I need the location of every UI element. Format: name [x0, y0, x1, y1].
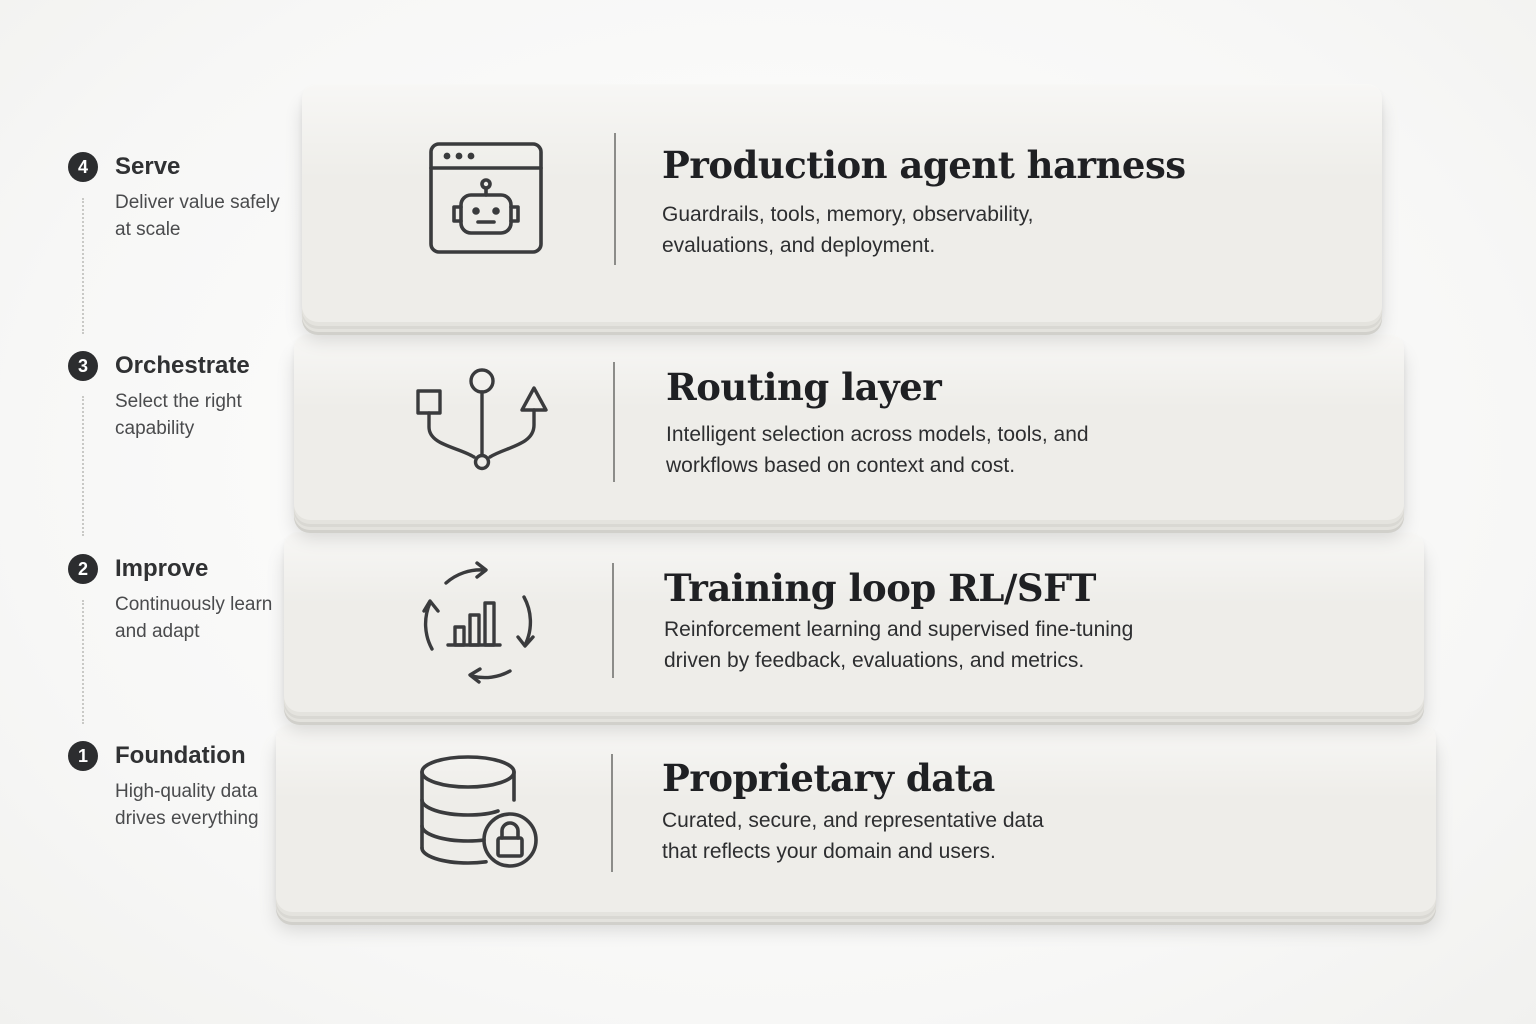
step-description: Select the right capability	[115, 391, 242, 439]
training-cycle-chart-icon	[408, 553, 548, 693]
step-number-badge: 2	[68, 554, 98, 584]
layer-title: Proprietary data	[662, 756, 995, 800]
layer-description: Guardrails, tools, memory, observability…	[662, 203, 1034, 257]
database-lock-icon	[408, 742, 548, 882]
layer-training-loop	[284, 532, 1424, 712]
step-number-badge: 4	[68, 152, 98, 182]
step-orchestrate: 3 Orchestrate Select the right capabilit…	[68, 350, 298, 442]
step-foundation: 1 Foundation High-quality data drives ev…	[68, 740, 298, 832]
layer-description: Reinforcement learning and supervised fi…	[664, 618, 1134, 672]
step-title: Foundation	[115, 742, 246, 769]
step-description: Deliver value safely at scale	[115, 192, 280, 240]
layer-routing	[294, 334, 1404, 520]
layer-divider	[614, 133, 616, 265]
rail-connector-3-2	[82, 396, 84, 536]
rail-connector-2-1	[82, 600, 84, 724]
step-title: Orchestrate	[115, 352, 250, 379]
layer-description: Intelligent selection across models, too…	[666, 423, 1089, 477]
layer-title: Training loop RL/SFT	[664, 566, 1096, 610]
step-serve: 4 Serve Deliver value safely at scale	[68, 151, 298, 243]
step-title: Serve	[115, 153, 181, 180]
step-number-badge: 1	[68, 741, 98, 771]
layer-divider	[612, 563, 614, 678]
step-number-badge: 3	[68, 351, 98, 381]
step-description: High-quality data drives everything	[115, 781, 259, 829]
routing-branch-icon	[412, 361, 552, 501]
robot-browser-icon	[416, 131, 556, 271]
rail-connector-4-3	[82, 198, 84, 334]
layer-title: Production agent harness	[662, 143, 1186, 187]
step-improve: 2 Improve Continuously learn and adapt	[68, 553, 298, 645]
layer-description: Curated, secure, and representative data…	[662, 809, 1044, 863]
layer-title: Routing layer	[666, 365, 942, 409]
layer-production-harness	[302, 84, 1382, 322]
step-title: Improve	[115, 555, 209, 582]
layer-divider	[613, 362, 615, 482]
layer-divider	[611, 754, 613, 872]
step-description: Continuously learn and adapt	[115, 594, 273, 642]
